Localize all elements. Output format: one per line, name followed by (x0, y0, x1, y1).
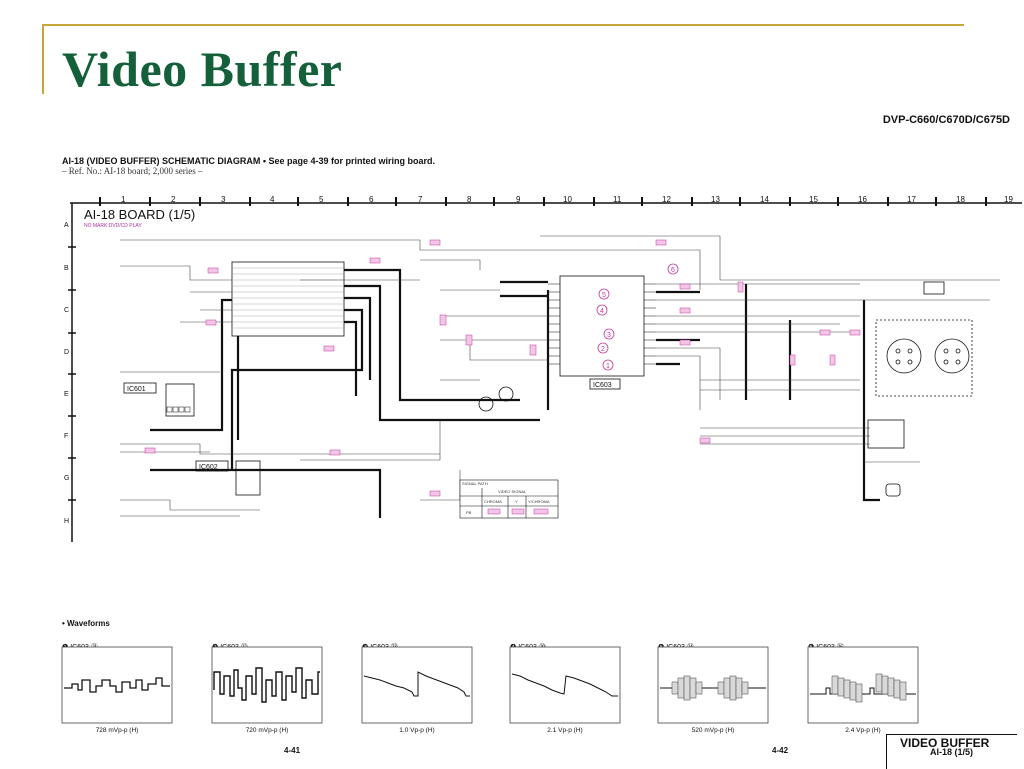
waveform-markers (596, 263, 679, 371)
page-number-left: 4-41 (284, 746, 301, 755)
col-19: 19 (1004, 195, 1013, 204)
row-b: B (64, 265, 69, 272)
col-7: 7 (418, 195, 423, 204)
signal-path-col-3: Y/CHROMA (528, 499, 550, 504)
left-rule (42, 24, 44, 94)
waveform-3-scope (361, 646, 473, 724)
slide-title: Video Buffer (62, 41, 343, 97)
col-10: 10 (563, 195, 572, 204)
bus-wires (150, 268, 880, 518)
connector-cn601 (231, 261, 345, 337)
col-18: 18 (956, 195, 965, 204)
waveform-5-amplitude: 520 mVp-p (H) (691, 727, 735, 734)
row-f: F (64, 433, 69, 440)
waveform-3-trace (363, 671, 470, 697)
waveforms-heading: • Waveforms (62, 619, 110, 628)
reference-note: – Ref. No.: AI-18 board; 2,000 series – (62, 166, 203, 176)
col-2: 2 (171, 195, 176, 204)
footer-subtitle: AI-18 (1/5) (930, 747, 974, 757)
col-8: 8 (467, 195, 472, 204)
top-rule (42, 24, 964, 26)
marker-6: 6 (671, 267, 675, 274)
row-e: E (64, 391, 69, 398)
row-g: G (64, 475, 70, 482)
col-15: 15 (809, 195, 818, 204)
col-14: 14 (760, 195, 769, 204)
col-11: 11 (613, 195, 622, 204)
waveform-2-trace (213, 667, 320, 703)
marker-3: 3 (607, 332, 611, 339)
col-9: 9 (516, 195, 521, 204)
schematic-heading: AI-18 (VIDEO BUFFER) SCHEMATIC DIAGRAM •… (62, 156, 436, 166)
col-6: 6 (369, 195, 374, 204)
col-3: 3 (221, 195, 226, 204)
transistor-q601 (478, 386, 514, 412)
col-12: 12 (662, 195, 671, 204)
ic601: IC601 (123, 382, 195, 417)
marker-2: 2 (601, 346, 605, 353)
signal-wires (120, 235, 1000, 517)
waveform-5-trace (660, 675, 766, 701)
signal-path-video: VIDEO SIGNAL (498, 489, 527, 494)
signal-path-col-1: CHROMA (484, 499, 502, 504)
col-5: 5 (319, 195, 324, 204)
ic603-label: IC603 (593, 382, 612, 389)
col-1: 1 (121, 195, 126, 204)
col-13: 13 (711, 195, 720, 204)
footer-title: VIDEO BUFFER (900, 736, 990, 750)
marker-4: 4 (600, 308, 604, 315)
signal-path-row: PB (466, 510, 472, 515)
ic601-label: IC601 (127, 386, 146, 393)
waveform-3-amplitude: 1.0 Vp-p (H) (399, 727, 435, 734)
col-4: 4 (270, 195, 275, 204)
waveform-2-amplitude: 720 mVp-p (H) (245, 727, 289, 734)
col-17: 17 (907, 195, 916, 204)
s-video-jacks (867, 281, 973, 497)
waveform-1-scope (61, 646, 173, 724)
board-sublabel: NO MARK:DVD/CD PLAY (84, 223, 142, 229)
signal-path-title: SIGNAL PATH (462, 481, 488, 486)
row-h: H (64, 518, 70, 525)
ic602-label: IC602 (199, 464, 218, 471)
ic602: IC602 (195, 460, 261, 496)
waveform-4-amplitude: 2.1 Vp-p (H) (547, 727, 583, 734)
page-number-right: 4-42 (772, 746, 789, 755)
waveform-6-trace (810, 673, 916, 703)
row-d: D (64, 349, 70, 356)
signal-arrows (144, 239, 861, 497)
waveform-6-amplitude: 2.4 Vp-p (H) (845, 727, 881, 734)
marker-5: 5 (602, 292, 606, 299)
row-c: C (64, 307, 70, 314)
col-16: 16 (858, 195, 867, 204)
model-number: DVP-C660/C670D/C675D (882, 114, 1010, 126)
board-label: AI-18 BOARD (1/5) (84, 207, 196, 222)
signal-path-col-2: Y (515, 499, 518, 504)
footer-box (886, 734, 1017, 769)
marker-1: 1 (606, 363, 610, 370)
row-a: A (64, 222, 69, 229)
column-ticks (99, 197, 987, 206)
waveform-1-trace (64, 677, 170, 693)
waveform-1-amplitude: 728 mVp-p (H) (95, 727, 139, 734)
waveform-4-trace (511, 673, 618, 697)
